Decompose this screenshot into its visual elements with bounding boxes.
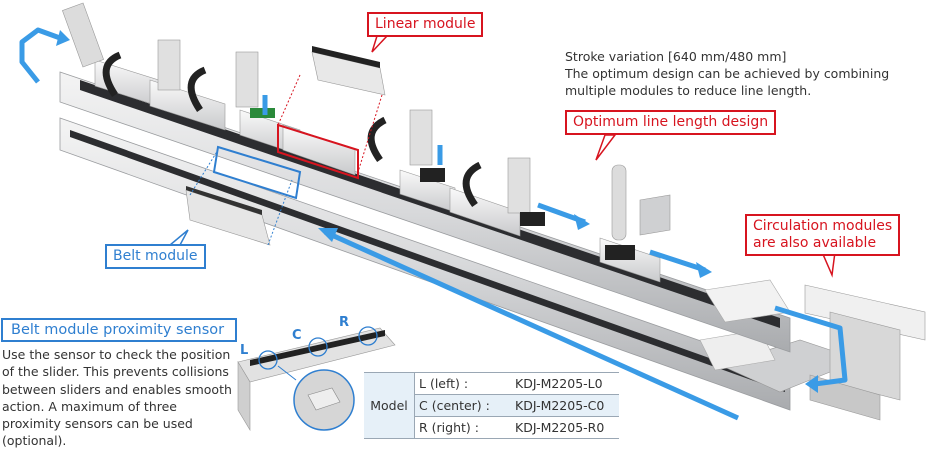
linear-module-part xyxy=(277,46,386,180)
row-value: KDJ-M2205-L0 xyxy=(511,372,619,395)
stroke-line-2: The optimum design can be achieved by co… xyxy=(565,66,890,81)
callout-tails xyxy=(167,35,836,278)
row-label: L (left) : xyxy=(414,372,511,395)
table-row: Model L (left) : KDJ-M2205-L0 xyxy=(364,372,619,439)
stroke-line-3: multiple modules to reduce line length. xyxy=(565,83,812,98)
linear-module-label: Linear module xyxy=(375,16,476,32)
circulation-arrow xyxy=(774,305,848,387)
sensor-detail-image xyxy=(237,326,396,432)
lower-rail xyxy=(59,117,861,411)
robot-heads xyxy=(62,2,671,260)
row-value: KDJ-M2205-R0 xyxy=(511,416,619,439)
circulation-label-2: are also available xyxy=(753,235,877,251)
circulation-module xyxy=(804,284,926,421)
sensor-title: Belt module proximity sensor xyxy=(1,318,237,342)
optimum-line-label: Optimum line length design xyxy=(573,114,769,130)
sensor-label-left: L xyxy=(240,343,249,358)
conveyor-illustration xyxy=(19,2,926,432)
circulation-label-1: Circulation modules xyxy=(753,218,893,234)
slider-blocks xyxy=(94,59,661,283)
sensor-label-right: R xyxy=(339,315,350,330)
belt-module-label: Belt module xyxy=(113,248,198,264)
belt-module-callout: Belt module xyxy=(105,244,206,269)
sensor-description: Use the sensor to check the position of … xyxy=(2,347,232,449)
optimum-line-callout: Optimum line length design xyxy=(565,110,777,135)
circulation-callout: Circulation modules are also available xyxy=(745,214,901,256)
model-header: Model xyxy=(364,372,415,439)
belt-module-part xyxy=(185,145,302,246)
return-arrow-left xyxy=(19,27,61,84)
row-label: C (center) : xyxy=(414,394,511,417)
row-value: KDJ-M2205-C0 xyxy=(511,394,619,417)
stroke-line-1: Stroke variation [640 mm/480 mm] xyxy=(565,49,787,64)
flow-arrows xyxy=(19,27,848,421)
forward-arrow-2 xyxy=(649,249,706,273)
model-table: Model L (left) : KDJ-M2205-L0 C (center)… xyxy=(364,372,619,439)
sensor-label-center: C xyxy=(292,328,302,343)
linear-module-callout: Linear module xyxy=(367,12,484,37)
stroke-description: Stroke variation [640 mm/480 mm] The opt… xyxy=(565,48,889,99)
return-arrow-bottom xyxy=(323,229,740,421)
row-label: R (right) : xyxy=(414,416,511,439)
